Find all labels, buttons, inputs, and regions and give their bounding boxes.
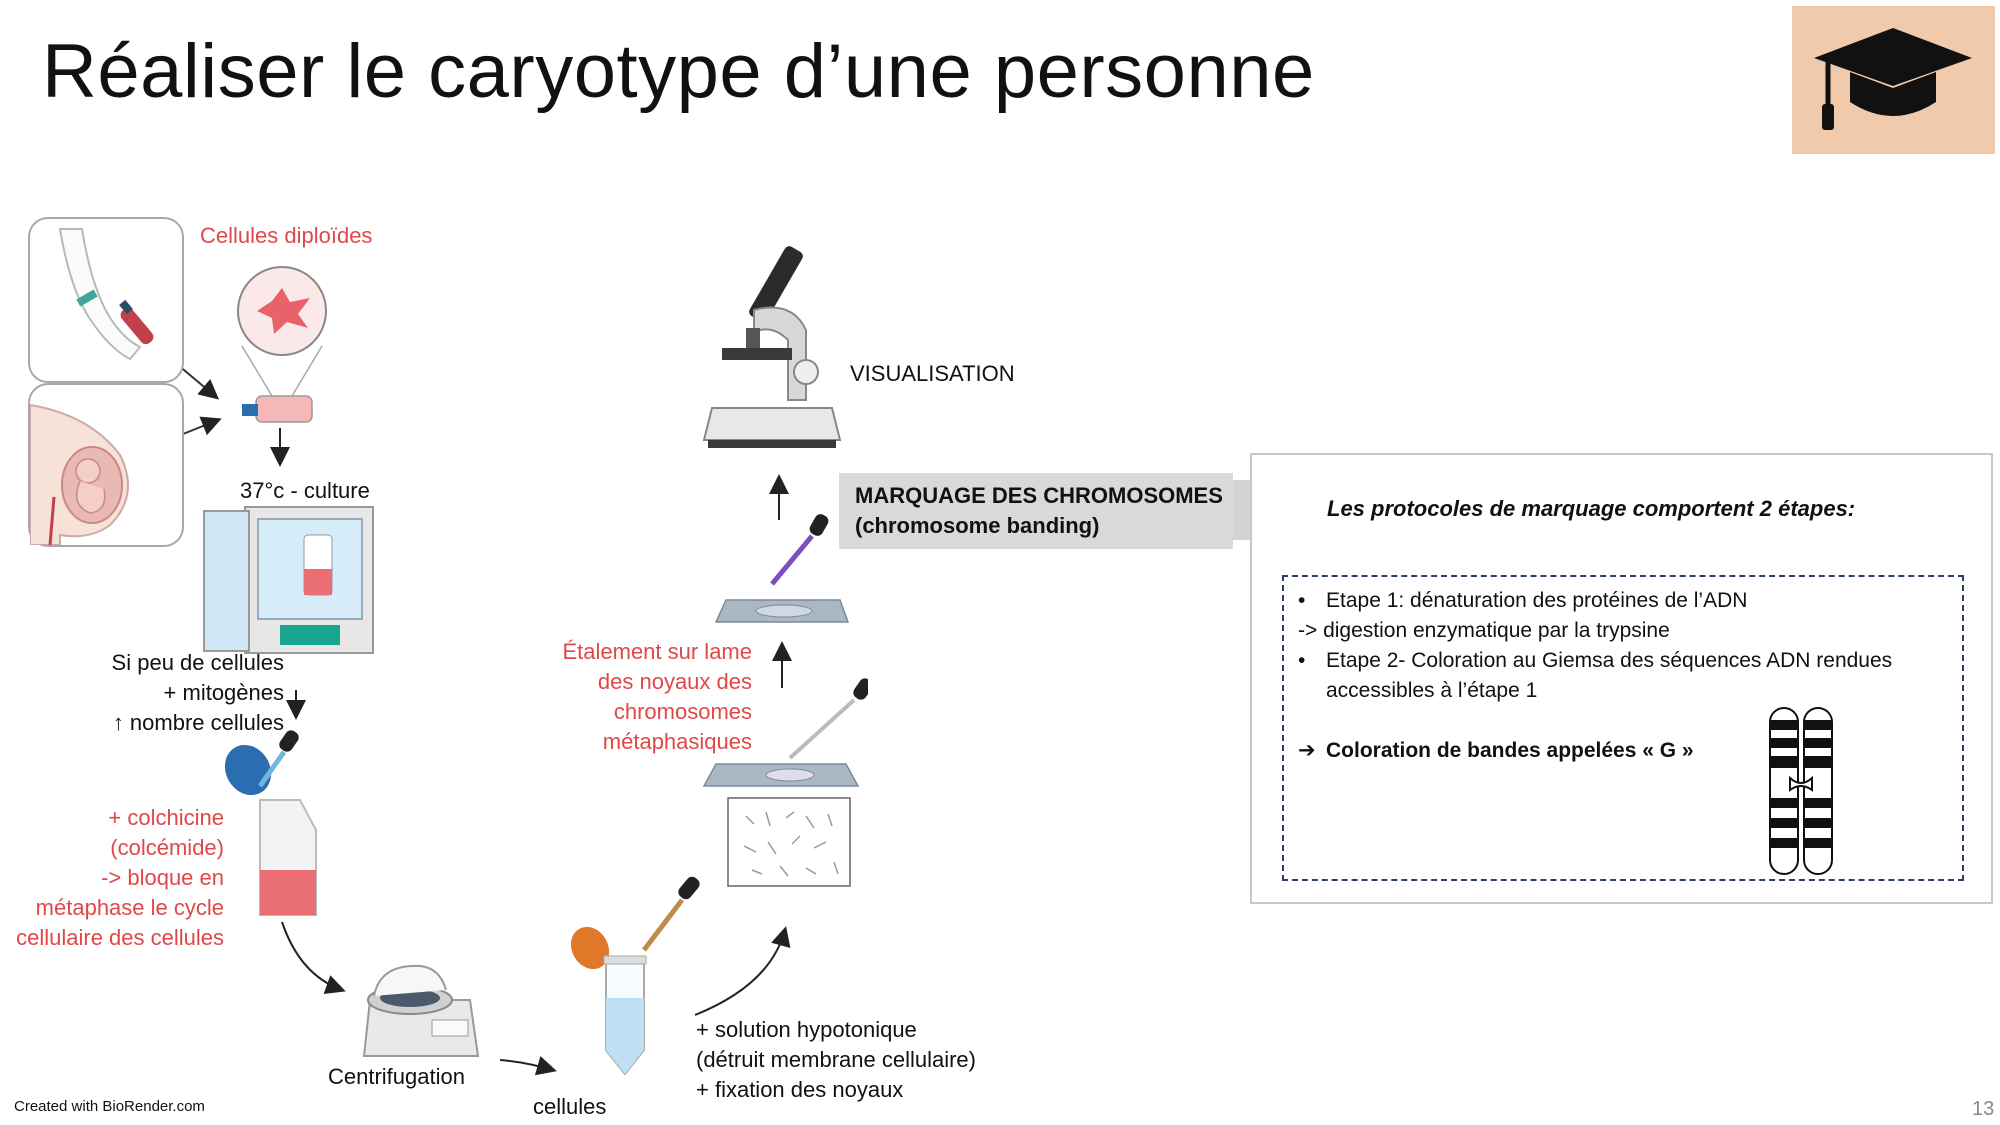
step-1: Etape 1: dénaturation des protéines de l…: [1326, 589, 1748, 612]
culture-flask-icon: [242, 395, 313, 423]
page-number: 13: [1972, 1098, 1995, 1120]
label-colchicine-3: -> bloque en: [101, 865, 224, 890]
arrow-tube-up: [694, 926, 791, 1016]
label-visualisation: VISUALISATION: [850, 361, 1015, 386]
label-spreading-1: Étalement sur lame: [562, 639, 752, 664]
protocol-title: Les protocoles de marquage comportent 2 …: [1327, 496, 1856, 521]
step-1-sub: -> digestion enzymatique par la trypsine: [1298, 619, 1670, 642]
pregnancy-image: [28, 383, 184, 547]
label-spreading-2: des noyaux des: [597, 669, 752, 694]
label-hypotonic-2: (détruit membrane cellulaire): [696, 1047, 976, 1072]
label-hypotonic-1: + solution hypotonique: [696, 1017, 917, 1042]
label-culture: 37°c - culture: [240, 478, 370, 503]
chromosome-icon: [1769, 707, 1833, 875]
label-colchicine-4: métaphase le cycle: [35, 895, 224, 920]
step-2-a: Etape 2- Coloration au Giemsa des séquen…: [1326, 649, 1893, 672]
bullet-step-1: •: [1298, 589, 1306, 612]
graduation-badge: [1792, 6, 1995, 154]
label-few-cells-3: ↑ nombre cellules: [112, 710, 284, 735]
label-spreading-4: métaphasiques: [602, 729, 752, 754]
label-colchicine-1: + colchicine: [108, 805, 224, 830]
arrow-to-centrifuge: [281, 921, 346, 995]
slide-title: Réaliser le caryotype d’une personne: [42, 29, 1315, 114]
microscope-slide-icon: [702, 678, 868, 887]
label-centrifugation: Centrifugation: [328, 1064, 465, 1089]
arm-blood-draw-icon: [58, 228, 154, 361]
cell-icon: [237, 266, 327, 397]
label-colchicine-2: (colcémide): [110, 835, 224, 860]
label-spreading-3: chromosomes: [613, 699, 752, 724]
label-cells: cellules: [533, 1094, 607, 1119]
stained-slide-icon: [714, 514, 850, 623]
microscope-icon: [702, 246, 842, 448]
falcon-tube-icon: [570, 876, 700, 1076]
arrow-right-icon: ➔: [1298, 739, 1316, 762]
dropper-icon: [224, 730, 317, 916]
banding-box: MARQUAGE DES CHROMOSOMES (chromosome ban…: [839, 473, 1233, 549]
protocol-steps-box: [1282, 575, 1964, 881]
label-diploid-cells: Cellules diploïdes: [200, 223, 373, 248]
protocol-box: [1250, 453, 1993, 904]
label-colchicine-5: cellulaire des cellules: [16, 925, 224, 950]
credit: Created with BioRender.com: [14, 1098, 205, 1115]
pregnant-belly-icon: [29, 403, 129, 546]
conclusion: Coloration de bandes appelées « G »: [1326, 739, 1694, 762]
incubator-icon: [203, 506, 374, 654]
banding-subtitle: (chromosome banding): [855, 513, 1100, 538]
label-few-cells-2: + mitogènes: [163, 680, 284, 705]
label-few-cells-1: Si peu de cellules: [111, 650, 284, 675]
arrow-to-tube: [499, 1055, 557, 1076]
graduation-cap-icon: [1814, 28, 1972, 130]
arm-image: [28, 217, 184, 383]
bullet-step-2: •: [1298, 649, 1306, 672]
banding-title: MARQUAGE DES CHROMOSOMES: [855, 483, 1223, 508]
label-hypotonic-3: + fixation des noyaux: [696, 1077, 904, 1102]
step-2-b: accessibles à l’étape 1: [1326, 679, 1538, 702]
centrifuge-icon: [362, 964, 480, 1057]
